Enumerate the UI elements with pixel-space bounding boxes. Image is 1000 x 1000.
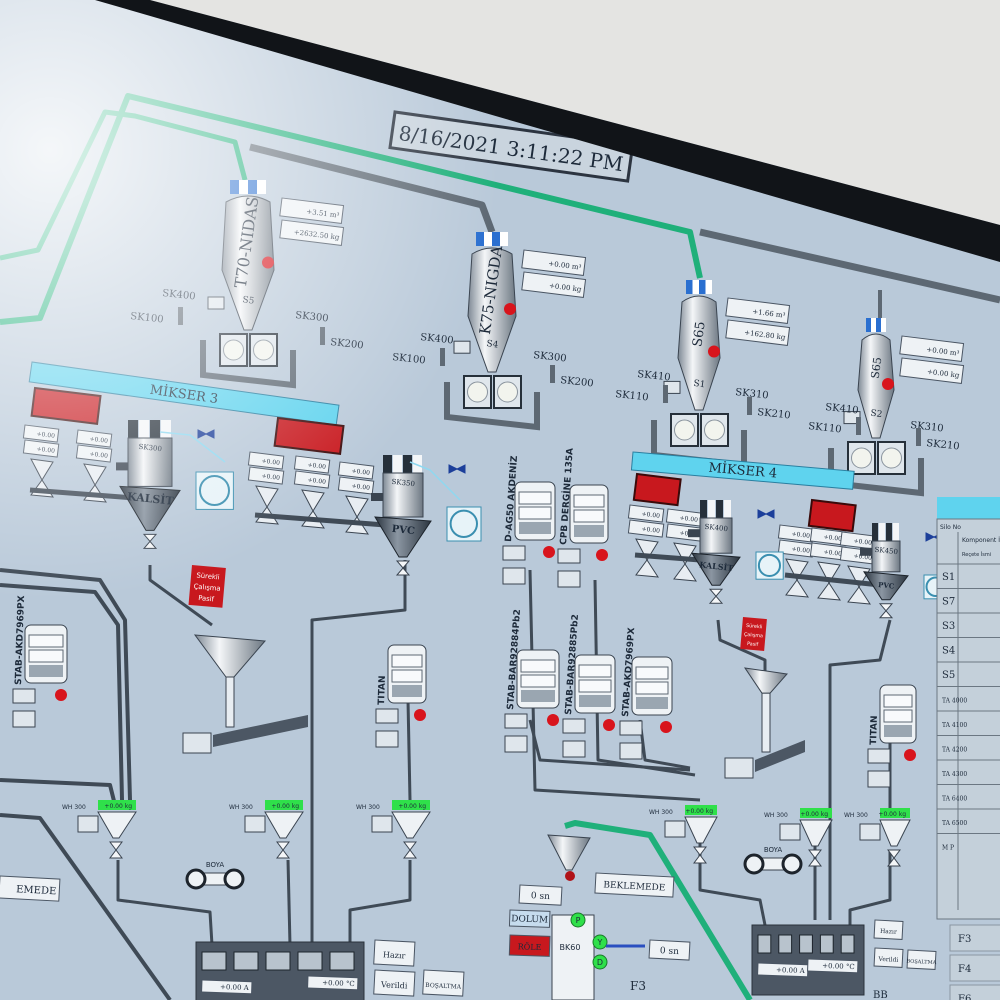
monitor-bezel — [95, 0, 1000, 262]
